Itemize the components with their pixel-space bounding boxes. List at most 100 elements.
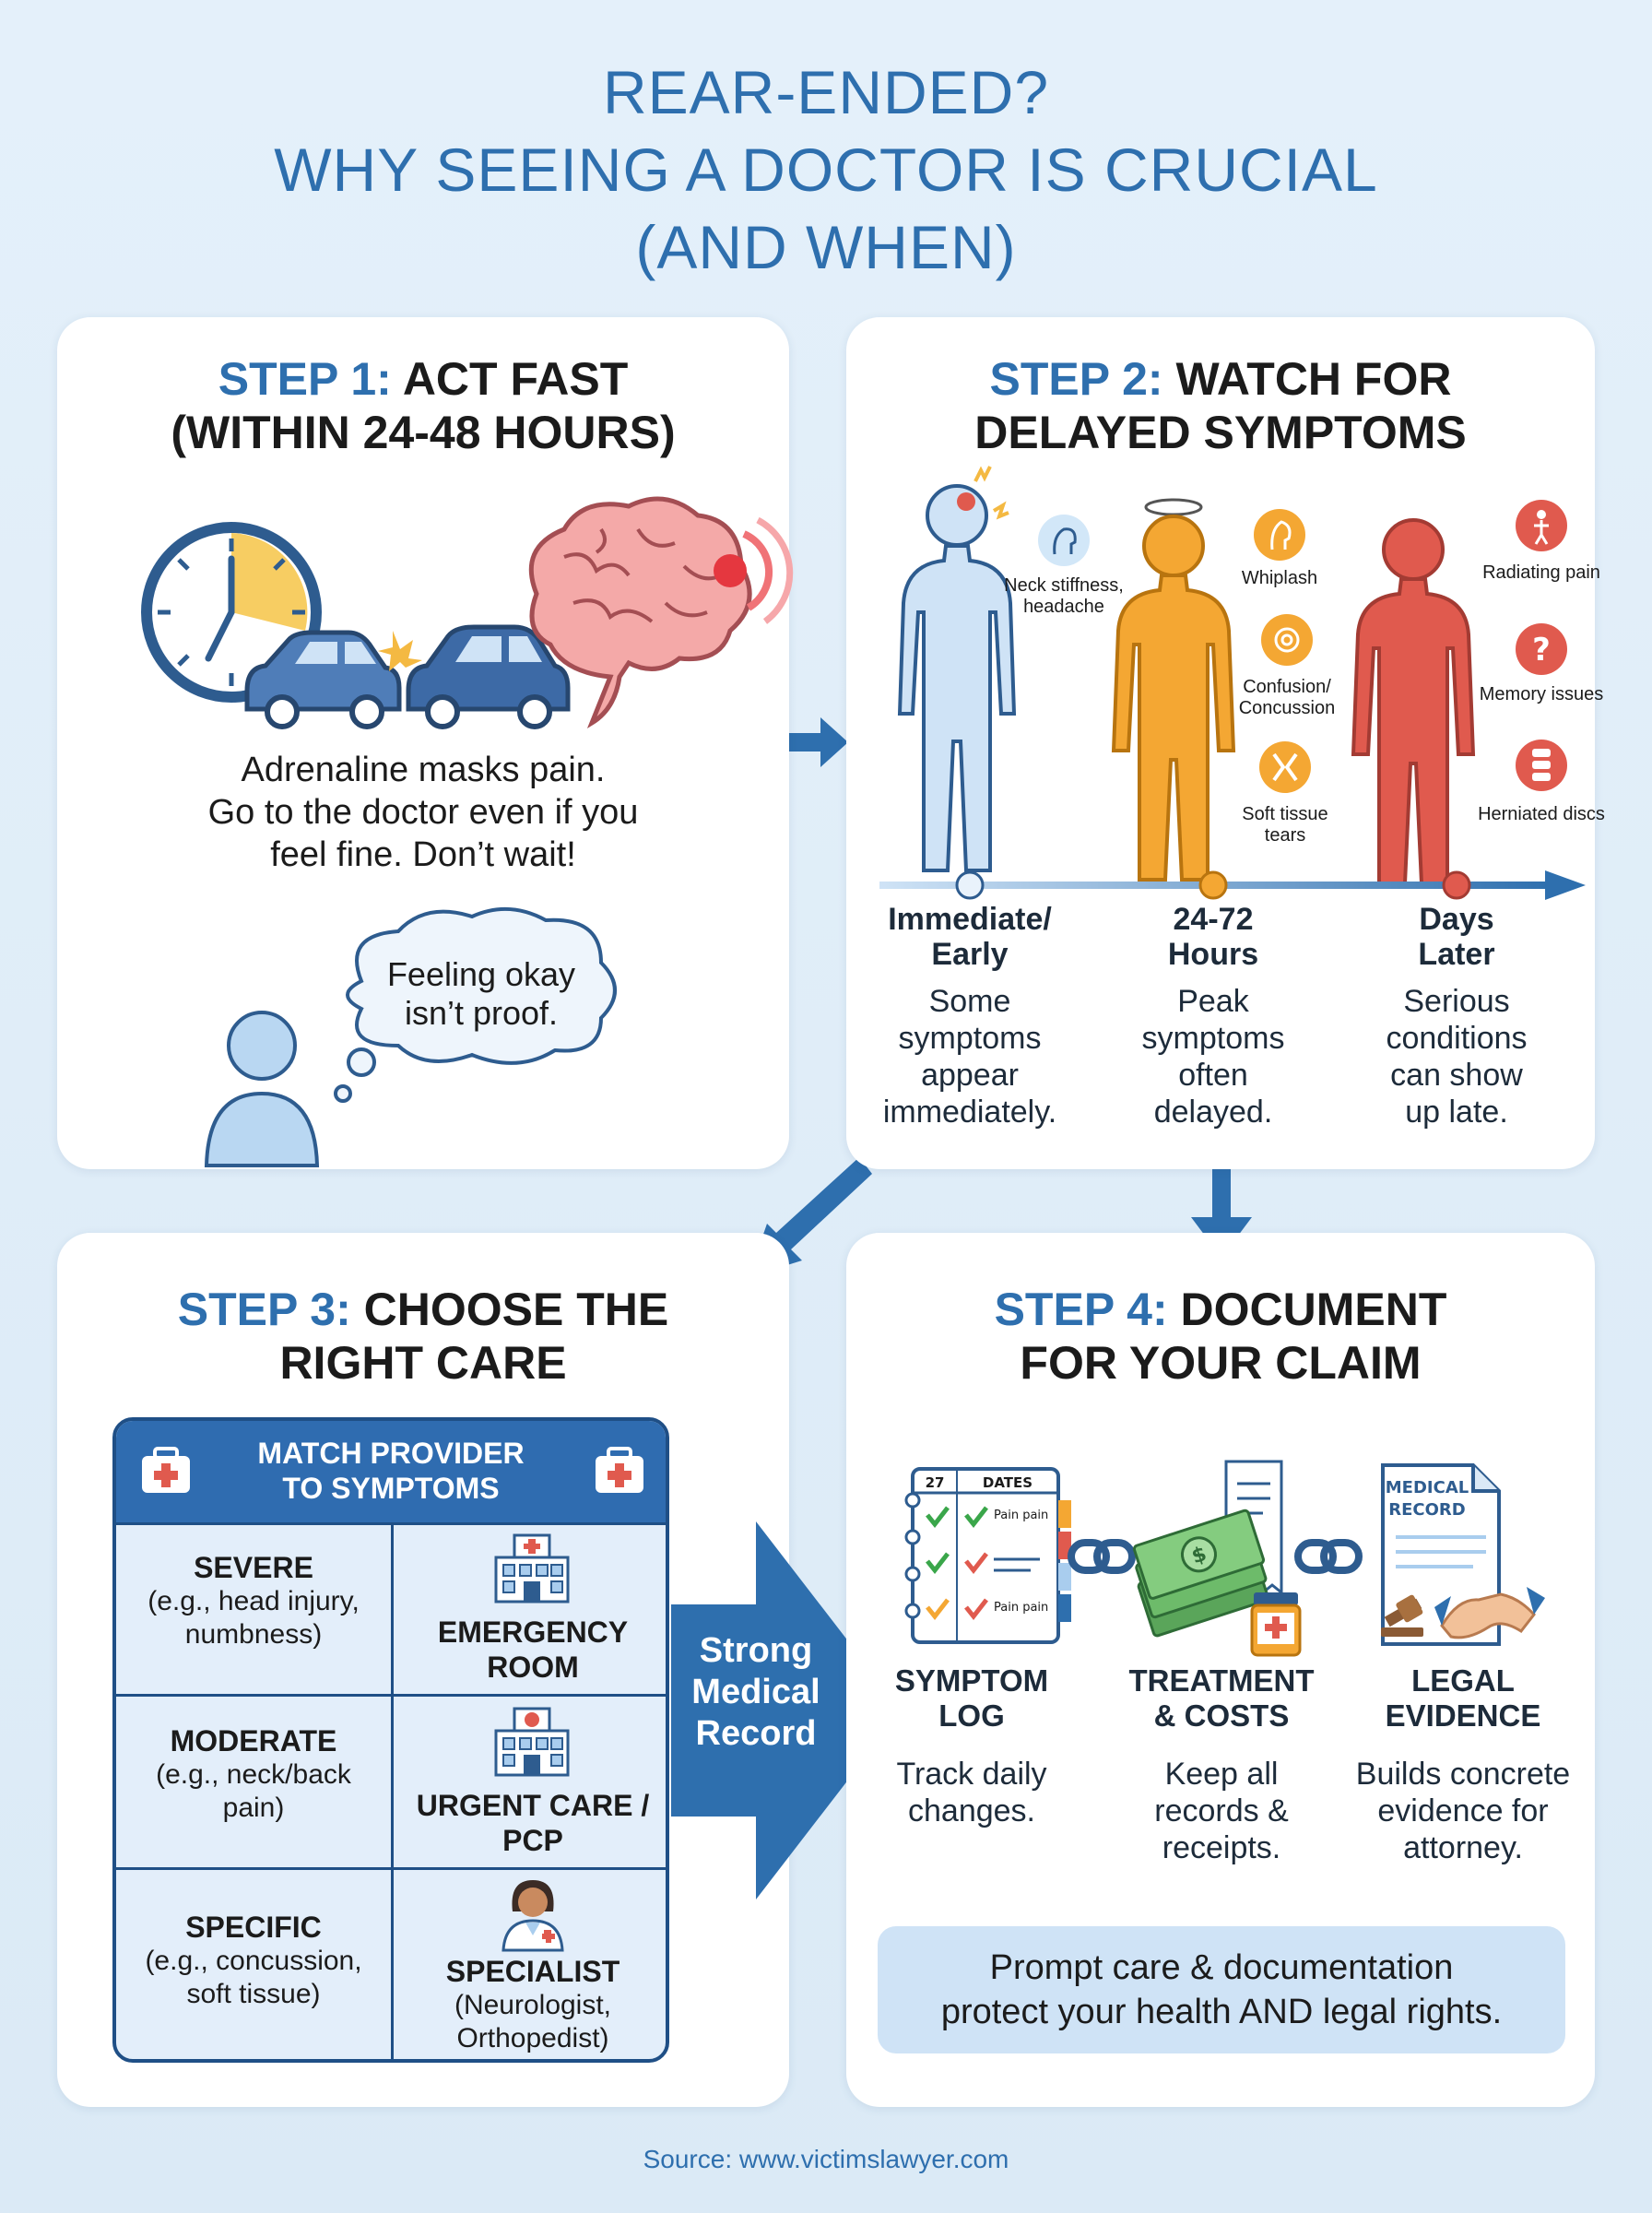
table-divider [391, 1522, 394, 2059]
step3-title-1: CHOOSE THE [363, 1284, 669, 1335]
summary-line-2: protect your health AND legal rights. [940, 1993, 1503, 2031]
severity-label: MODERATE [170, 1724, 337, 1757]
severity-label: SPECIFIC [185, 1911, 322, 1944]
step4-title-2: FOR YOUR CLAIM [1020, 1337, 1422, 1389]
doc-col-h2: EVIDENCE [1385, 1698, 1541, 1733]
step1-card: STEP 1: ACT FAST (WITHIN 24-48 HOURS) [57, 317, 794, 1169]
timeline-peak-d4: delayed. [1153, 1095, 1273, 1130]
timeline-early-h1: Immediate/ [888, 902, 1052, 937]
timeline-later-d2: conditions [1386, 1021, 1528, 1056]
provider-table: MATCH PROVIDER TO SYMPTOMS SEVERE (e.g.,… [112, 1417, 669, 2063]
big-arrow-line-3: Record [695, 1714, 817, 1753]
provider-line-3: Orthopedist) [456, 2023, 609, 2053]
doc-col-d1: Track daily [896, 1757, 1047, 1792]
doc-col-h1: TREATMENT [1128, 1663, 1315, 1698]
step4-card: STEP 4: DOCUMENT FOR YOUR CLAIM 27 DATES… [846, 1233, 1595, 2107]
doc-col-h2: LOG [938, 1698, 1005, 1733]
svg-text:?: ? [1532, 632, 1551, 669]
provider-table-header: MATCH PROVIDER TO SYMPTOMS [116, 1421, 666, 1522]
doc-col-d2: changes. [908, 1793, 1035, 1828]
neck-headache-icon [1038, 515, 1090, 566]
severity-example-1: (e.g., head injury, [148, 1586, 360, 1616]
severity-example-1: (e.g., neck/back [156, 1759, 351, 1790]
step1-number: STEP 1: [218, 353, 392, 405]
step1-body-1: Adrenaline masks pain. [241, 751, 606, 789]
big-arrow-line-2: Medical [691, 1673, 820, 1711]
thought-line-1: Feeling okay [386, 955, 576, 993]
step3-title-2: RIGHT CARE [279, 1337, 567, 1389]
doc-col-h2: & COSTS [1153, 1698, 1290, 1733]
title-line-1: REAR-ENDED? [602, 58, 1050, 126]
provider-line-2: ROOM [487, 1651, 579, 1684]
log-pain-1: Pain pain [994, 1509, 1048, 1522]
timeline-peak-d1: Peak [1177, 984, 1249, 1019]
big-arrow-icon [671, 1521, 902, 1899]
timeline-early-d2: symptoms [898, 1021, 1042, 1056]
doc-col-d3: attorney. [1403, 1830, 1523, 1865]
timeline-bar [879, 870, 1586, 900]
medical-record-icon: MEDICAL RECORD [1381, 1463, 1545, 1646]
body-figure-early-icon [897, 466, 1017, 872]
step1-heading: STEP 1: ACT FAST (WITHIN 24-48 HOURS) [57, 352, 789, 459]
svg-text:$: $ [1189, 1543, 1210, 1569]
step1-body-3: feel fine. Don’t wait! [270, 835, 576, 874]
thought-bubble-icon [334, 907, 617, 1103]
provider-urgent-care: URGENT CARE / PCP [393, 1788, 666, 1858]
provider-line-1: EMERGENCY [437, 1615, 629, 1649]
doc-col-d1: Keep all [1164, 1757, 1279, 1792]
soft-tissue-icon [1259, 741, 1311, 793]
summary-line-1: Prompt care & documentation [989, 1948, 1454, 1987]
provider-table-title-2: TO SYMPTOMS [282, 1472, 500, 1505]
symptom-herniated: Herniated discs [1478, 804, 1605, 824]
title-line-2: WHY SEEING A DOCTOR IS CRUCIAL [274, 136, 1378, 204]
step4-heading: STEP 4: DOCUMENT FOR YOUR CLAIM [846, 1283, 1595, 1390]
step2-number: STEP 2: [989, 353, 1163, 405]
step2-heading: STEP 2: WATCH FOR DELAYED SYMPTOMS [846, 352, 1595, 459]
severity-example-1: (e.g., concussion, [145, 1946, 362, 1976]
symptom-radiating: Radiating pain [1482, 562, 1600, 583]
symptom-memory: Memory issues [1479, 684, 1604, 704]
log-pain-2: Pain pain [994, 1601, 1048, 1615]
big-arrow-label: Strong Medical Record [664, 1630, 848, 1755]
symptom-soft-tissue: Soft tissue tears [1242, 804, 1328, 846]
symptom-log-icon: 27 DATES Pain pain Pain pain [904, 1467, 1071, 1644]
timeline-peak-h2: Hours [1167, 937, 1259, 972]
memory-issues-icon: ? [1516, 623, 1567, 675]
doctor-icon [502, 1880, 564, 1952]
timeline-peak-d3: often [1178, 1058, 1248, 1093]
page-title: REAR-ENDED? WHY SEEING A DOCTOR IS CRUCI… [0, 53, 1652, 286]
provider-line-1: URGENT CARE / [416, 1789, 650, 1822]
herniated-disc-icon [1516, 740, 1567, 791]
timeline-later-d1: Serious [1403, 984, 1510, 1019]
source-credit: Source: www.victimslawyer.com [643, 2145, 1009, 2173]
step2-card: STEP 2: WATCH FOR DELAYED SYMPTOMS Neck … [846, 317, 1605, 1169]
timeline-early-h2: Early [931, 937, 1009, 972]
symptom-neck: Neck stiffness, headache [1004, 575, 1124, 617]
timeline-peak-d2: symptoms [1141, 1021, 1285, 1056]
doc-col-d2: evidence for [1377, 1793, 1549, 1828]
first-aid-kit-icon [596, 1447, 643, 1493]
thought-text: Feeling okay isn’t proof. [361, 955, 601, 1033]
step4-number: STEP 4: [994, 1284, 1168, 1335]
provider-emergency: EMERGENCY ROOM [393, 1615, 666, 1685]
log-header: DATES [983, 1474, 1032, 1491]
timeline-peak-h1: 24-72 [1173, 902, 1254, 937]
car-crash-icon [244, 624, 571, 729]
title-line-3: (AND WHEN) [635, 213, 1017, 281]
chain-link-icon [1068, 1539, 1136, 1574]
summary-callout: Prompt care & documentation protect your… [878, 1926, 1565, 2053]
body-figure-later-icon [1351, 518, 1476, 885]
step3-number: STEP 3: [177, 1284, 351, 1335]
timeline-early-d3: appear [921, 1058, 1019, 1093]
doc-col-d2: records & [1154, 1793, 1289, 1828]
hospital-icon [494, 1533, 570, 1604]
provider-table-title-1: MATCH PROVIDER [257, 1437, 525, 1470]
severity-label: SEVERE [194, 1551, 313, 1584]
table-row-severe: SEVERE (e.g., head injury, numbness) [116, 1550, 391, 1651]
provider-specialist: SPECIALIST (Neurologist, Orthopedist) [393, 1954, 666, 2055]
